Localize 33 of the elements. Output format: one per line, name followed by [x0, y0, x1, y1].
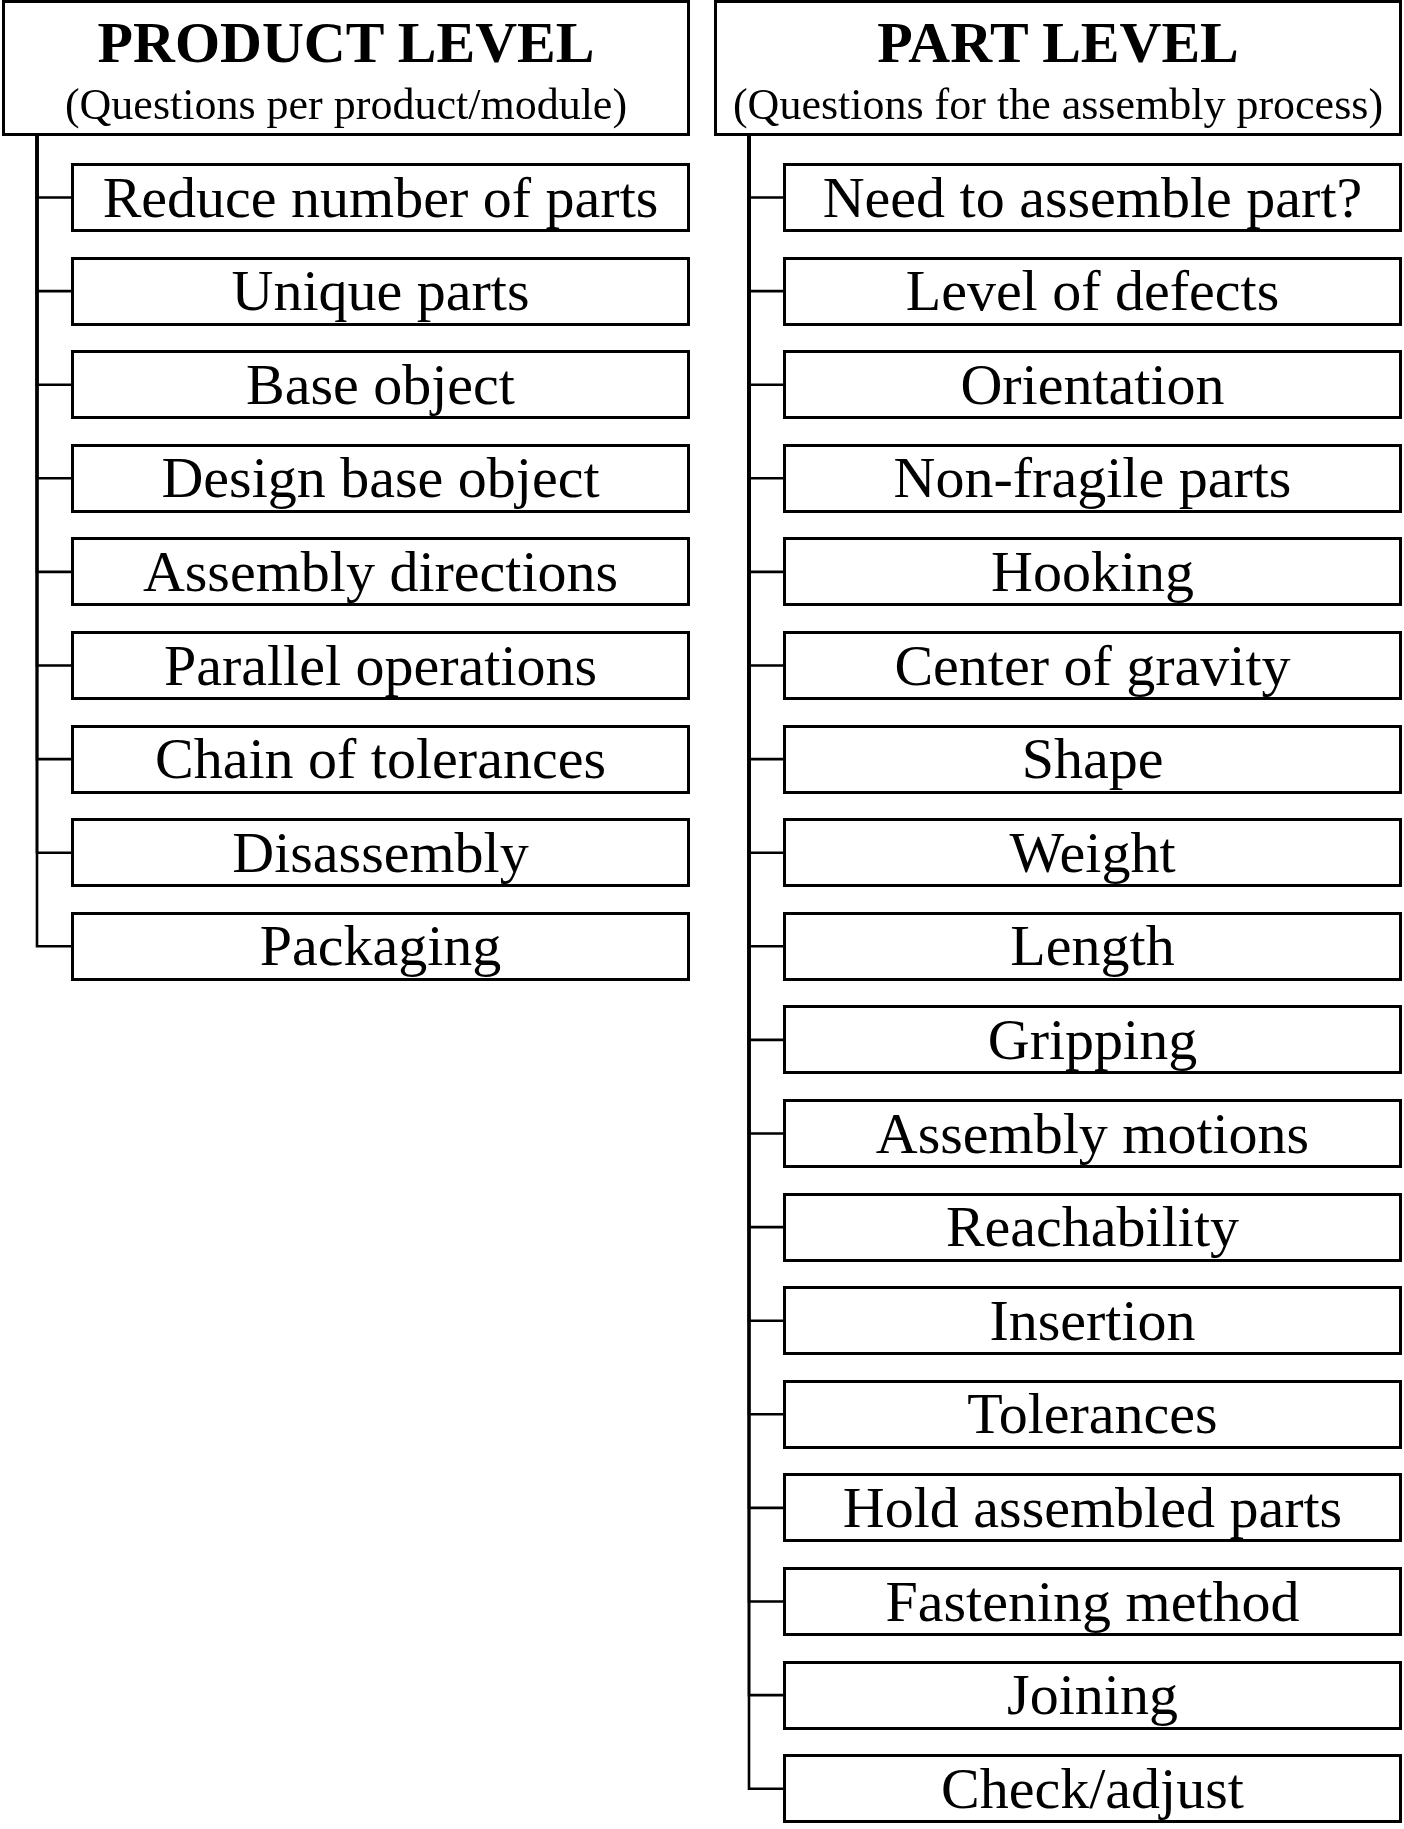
question-item: Shape: [783, 724, 1402, 794]
level-subtitle: (Questions for the assembly process): [732, 82, 1384, 129]
question-item: Chain of tolerances: [71, 724, 690, 794]
question-item: Packaging: [71, 911, 690, 981]
question-item: Hold assembled parts: [783, 1473, 1402, 1543]
question-item: Weight: [783, 818, 1402, 888]
question-item: Unique parts: [71, 256, 690, 326]
level-title: PRODUCT LEVEL: [97, 13, 595, 75]
question-item: Assembly motions: [783, 1099, 1402, 1168]
question-item: Assembly directions: [71, 537, 690, 607]
question-item: Length: [783, 911, 1402, 981]
level-header: [714, 0, 1402, 136]
question-item: Joining: [783, 1660, 1402, 1730]
question-item: Reachability: [783, 1192, 1402, 1262]
question-item: Tolerances: [783, 1379, 1402, 1449]
question-item: Base object: [71, 350, 690, 420]
level-header: [2, 0, 690, 136]
question-item: Insertion: [783, 1286, 1402, 1356]
level-subtitle: (Questions per product/module): [64, 82, 628, 129]
question-item: Orientation: [783, 350, 1402, 420]
question-item: Center of gravity: [783, 631, 1402, 700]
question-item: Design base object: [71, 443, 690, 513]
question-item: Need to assemble part?: [783, 163, 1402, 232]
question-item: Reduce number of parts: [71, 163, 690, 232]
question-item: Gripping: [783, 1005, 1402, 1075]
question-item: Parallel operations: [71, 631, 690, 700]
question-item: Disassembly: [71, 818, 690, 888]
question-item: Fastening method: [783, 1567, 1402, 1636]
question-item: Hooking: [783, 537, 1402, 607]
question-item: Check/adjust: [783, 1754, 1402, 1824]
level-title: PART LEVEL: [877, 13, 1239, 75]
question-item: Non-fragile parts: [783, 443, 1402, 513]
question-item: Level of defects: [783, 256, 1402, 326]
